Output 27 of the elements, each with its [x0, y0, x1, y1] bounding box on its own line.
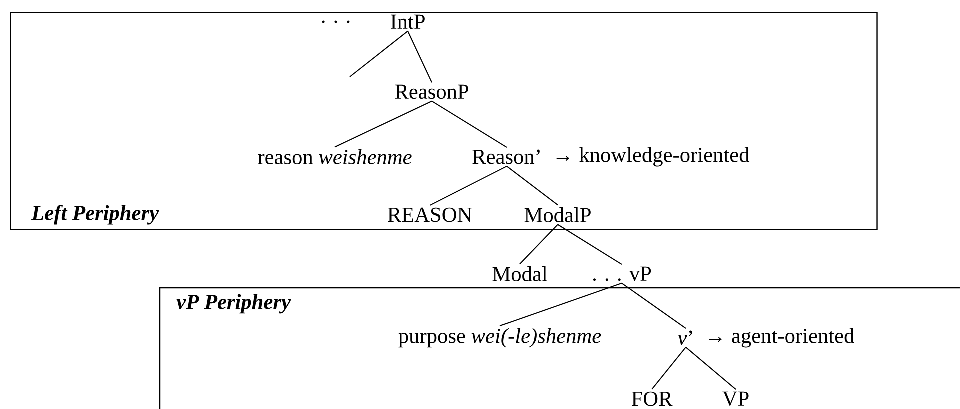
tree-branch [350, 30, 408, 78]
tree-label: ReasonP [395, 84, 468, 100]
ellipsis: . . . [322, 20, 350, 24]
tree-label: reason weishenme [258, 149, 412, 164]
tree-branch [408, 31, 432, 83]
tree-label: IntP [391, 14, 425, 30]
tree-branch [652, 347, 686, 390]
tree-label: ModalP [524, 207, 591, 222]
tree-label: v’ [678, 330, 692, 346]
tree-branch [430, 166, 508, 206]
tree-branch [506, 166, 558, 206]
tree-branch [520, 224, 558, 265]
tree-label: FOR [632, 392, 673, 406]
tree-branch [432, 100, 508, 148]
tree-label: REASON [388, 208, 472, 222]
tree-label: . . . vP [593, 266, 652, 282]
tree-label: Modal [492, 266, 548, 282]
tree-branch [334, 100, 432, 148]
tree-label: purpose wei(-le)shenme [398, 328, 602, 348]
tree-branch [558, 224, 622, 266]
tree-label: VP [722, 392, 749, 406]
annotation: → knowledge-oriented [556, 147, 750, 167]
annotation: → agent-oriented [709, 328, 854, 348]
tree-branch [622, 282, 686, 329]
tree-label: Reason’ [472, 150, 540, 164]
tree-branch [500, 282, 622, 327]
tree-branch [686, 347, 736, 390]
